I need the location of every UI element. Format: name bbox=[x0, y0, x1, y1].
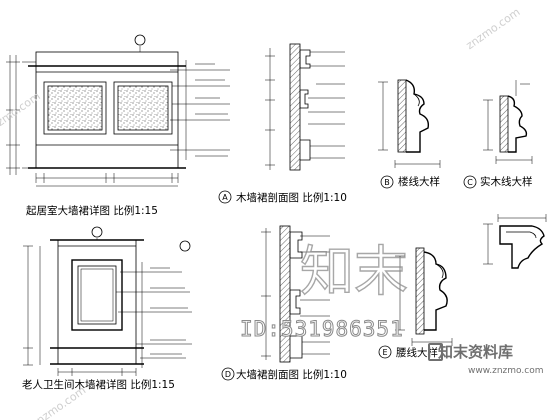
caption-cornice-detail: 实木线大样 bbox=[480, 175, 533, 188]
caption-dado-section: 大墙裙剖面图 比例1:10 bbox=[236, 368, 347, 381]
marker-e: E bbox=[378, 345, 392, 359]
marker-a: A bbox=[218, 190, 232, 204]
waist-molding-detail bbox=[395, 247, 453, 346]
brand-logo-icon bbox=[428, 343, 443, 361]
watermark-url: www.znzmo.com bbox=[468, 366, 544, 376]
caption-bathroom-elevation: 老人卫生间木墙裙详图 比例1:15 bbox=[22, 378, 175, 391]
caption-waist-detail: 腰线大样 bbox=[396, 346, 438, 359]
svg-text:B: B bbox=[384, 178, 390, 187]
watermark-id: ID:531986351 bbox=[240, 317, 404, 341]
bathroom-elevation bbox=[23, 226, 192, 376]
svg-text:C: C bbox=[467, 178, 473, 187]
marker-b: B bbox=[380, 175, 394, 189]
svg-text:D: D bbox=[225, 370, 231, 379]
watermark-brand-text: 知末资料库 bbox=[438, 343, 514, 361]
wall-panel-section bbox=[265, 43, 345, 171]
cornice-molding-detail bbox=[483, 80, 533, 164]
caption-wall-panel-section: 木墙裙剖面图 比例1:10 bbox=[236, 191, 347, 204]
marker-d: D bbox=[221, 367, 235, 381]
crown-molding-detail bbox=[483, 214, 547, 269]
caption-living-room-elevation: 起居室大墙裙详图 比例1:15 bbox=[26, 204, 158, 217]
svg-text:A: A bbox=[222, 193, 228, 202]
caption-skirting-detail: 楼线大样 bbox=[398, 175, 440, 188]
svg-text:E: E bbox=[382, 348, 387, 357]
marker-c: C bbox=[463, 175, 477, 189]
dado-section bbox=[261, 225, 330, 363]
watermark-diagonal-2: znzmo.com bbox=[464, 5, 523, 52]
skirting-molding-detail bbox=[378, 79, 441, 168]
living-room-elevation bbox=[6, 34, 230, 187]
watermark-brand-big: 知末 bbox=[300, 240, 408, 303]
